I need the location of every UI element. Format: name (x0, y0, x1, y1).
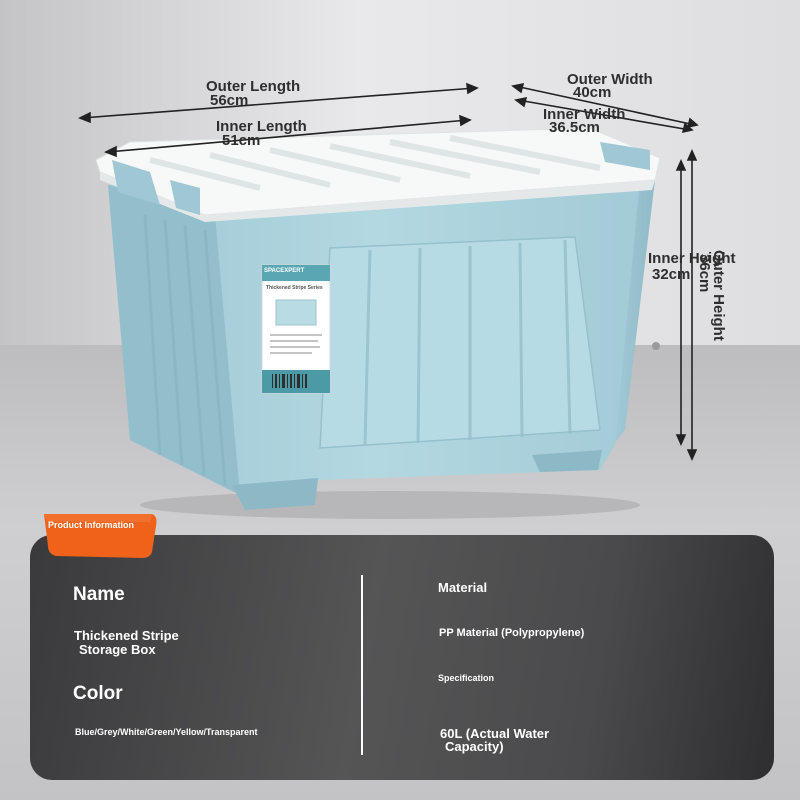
color-value: Blue/Grey/White/Green/Yellow/Transparent (75, 727, 258, 737)
storage-box-image (78, 82, 699, 519)
outer-width-value: 40cm (573, 84, 612, 101)
product-info-tag-label: Product Information (48, 520, 134, 530)
inner-height-value: 32cm (652, 266, 691, 283)
material-heading: Material (438, 580, 488, 595)
outer-length-label: Outer Length (206, 78, 301, 95)
material-value: PP Material (Polypropylene) (439, 627, 585, 639)
label-series: Thickened Stripe Series (266, 285, 323, 291)
outer-height-value: 36cm (696, 254, 713, 293)
label-brand: SPACEXPERT (264, 268, 305, 274)
inner-length-label: Inner Length (216, 118, 307, 135)
name-value-line1: Thickened Stripe (74, 628, 179, 643)
name-value-line2: Storage Box (79, 642, 156, 657)
product-info-panel (30, 535, 774, 780)
name-heading: Name (73, 584, 125, 605)
inner-width-label: Inner Width (543, 106, 626, 123)
inner-length-value: 51cm (222, 132, 261, 149)
outer-height-label: Outer Height (710, 250, 727, 341)
spec-value-line1: 60L (Actual Water (440, 726, 550, 741)
outer-width-label: Outer Width (567, 71, 653, 88)
product-info-tag (44, 514, 157, 558)
panel-divider (361, 575, 363, 755)
inner-width-value: 36.5cm (549, 119, 600, 136)
outer-length-value: 56cm (210, 92, 249, 109)
color-heading: Color (73, 683, 123, 704)
spec-heading: Specification (438, 673, 495, 683)
inner-height-label: Inner Height (648, 250, 736, 267)
spec-value-line2: Capacity) (445, 739, 504, 754)
